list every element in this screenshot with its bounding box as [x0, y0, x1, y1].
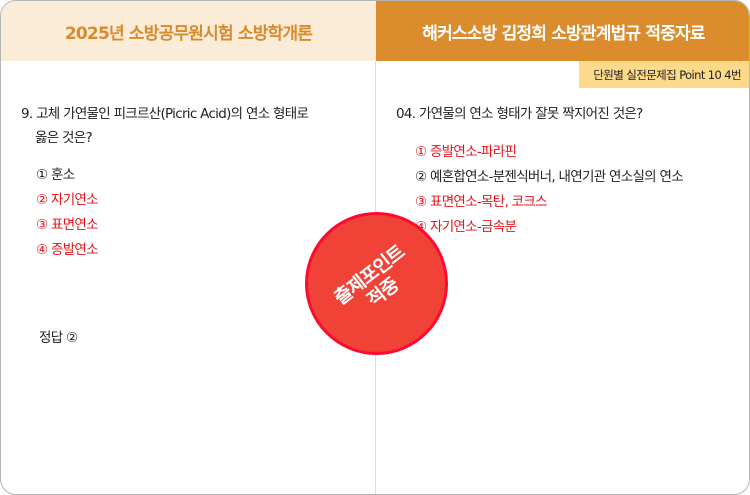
right-option-4: ④ 자기연소-금속분	[415, 219, 517, 235]
right-option-2: ② 예혼합연소-분젠식버너, 내연기관 연소실의 연소	[415, 169, 684, 185]
right-option-1: ① 증발연소-파라핀	[415, 144, 517, 160]
left-option-4: ④ 증발연소	[36, 242, 99, 258]
left-question-line1: 9. 고체 가연물인 피크르산(Picric Acid)의 연소 형태로	[21, 106, 309, 122]
right-options: ① 증발연소-파라핀 ② 예혼합연소-분젠식버너, 내연기관 연소실의 연소 ③…	[415, 140, 684, 240]
left-question-line2: 옳은 것은?	[35, 130, 93, 146]
right-header-title: 해커스소방 김정희 소방관계법규 적중자료	[376, 1, 749, 61]
left-header-title: 2025년 소방공무원시험 소방학개론	[1, 1, 376, 61]
left-options: ① 훈소 ② 자기연소 ③ 표면연소 ④ 증발연소	[36, 163, 99, 263]
stamp-text: 출제포인트 적중	[330, 241, 422, 326]
left-question: 9. 고체 가연물인 피크르산(Picric Acid)의 연소 형태로 옳은 …	[21, 102, 361, 150]
left-option-2: ② 자기연소	[36, 192, 99, 208]
right-option-3: ③ 표면연소-목탄, 코크스	[415, 194, 548, 210]
left-panel: 2025년 소방공무원시험 소방학개론 9. 고체 가연물인 피크르산(Picr…	[1, 1, 376, 494]
source-tag: 단원별 실전문제집 Point 10 4번	[579, 61, 749, 88]
left-option-3: ③ 표면연소	[36, 217, 99, 233]
hit-point-stamp: 출제포인트 적중	[305, 212, 448, 355]
right-panel: 해커스소방 김정희 소방관계법규 적중자료 단원별 실전문제집 Point 10…	[376, 1, 749, 494]
right-question: 04. 가연물의 연소 형태가 잘못 짝지어진 것은?	[396, 106, 643, 122]
left-option-1: ① 훈소	[36, 167, 75, 183]
left-answer: 정답 ②	[39, 330, 78, 346]
